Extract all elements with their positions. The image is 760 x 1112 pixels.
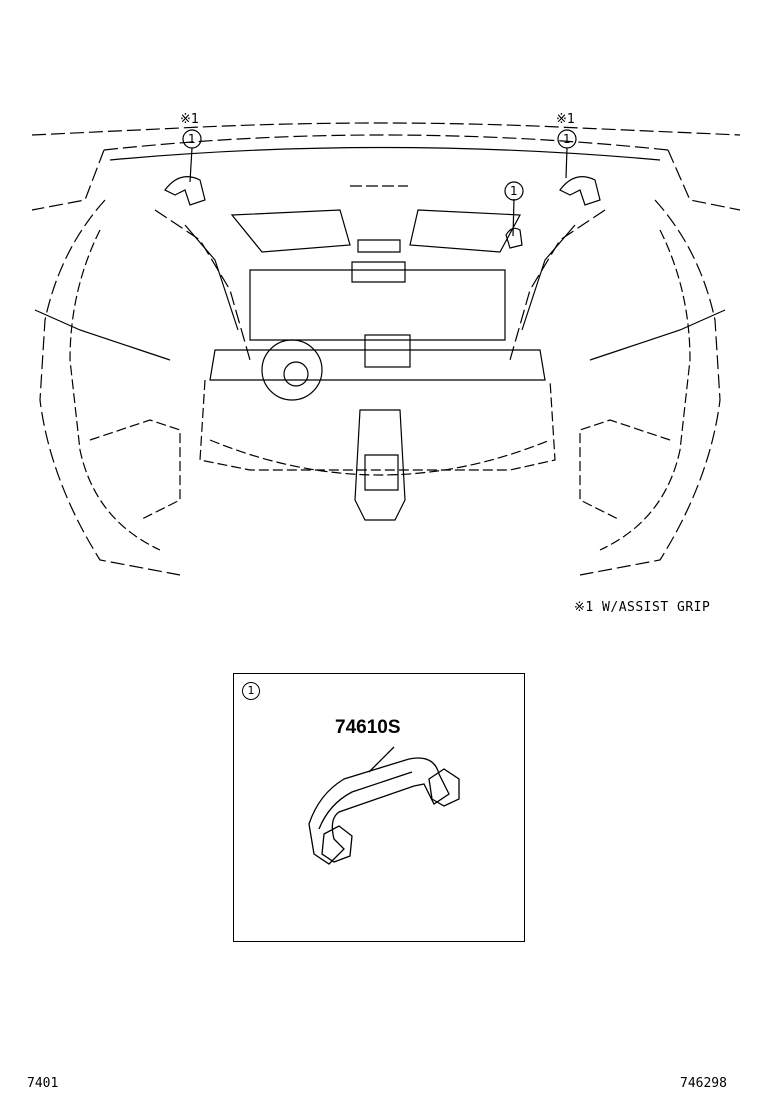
right-a-pillar-2 (521, 224, 576, 331)
dashboard-top (209, 349, 546, 381)
windshield (230, 209, 351, 253)
mirror-mount (351, 261, 406, 283)
steering-hub (283, 361, 309, 387)
front-glass (249, 269, 506, 341)
floor-line (209, 439, 551, 476)
detail-index-circle: 1 (242, 682, 260, 700)
right-a-pillar (509, 209, 606, 361)
assist-grip-center (505, 227, 523, 249)
callout-num-left: 1 (188, 132, 196, 146)
rear-mirror (357, 239, 401, 253)
windshield-right (409, 209, 521, 253)
vehicle-interior-diagram: ※1 ※1 1 1 1 (31, 112, 741, 576)
leader-right (565, 147, 568, 179)
left-door-inner (69, 229, 161, 551)
right-door-outline (579, 199, 721, 576)
right-door-lower (579, 419, 671, 521)
right-door-panel (589, 309, 726, 361)
callout-circle-center (504, 181, 524, 201)
dashboard-lower (199, 379, 556, 471)
left-door-outline (39, 199, 181, 576)
right-door-inner (599, 229, 691, 551)
part-number-label: 74610S (335, 717, 401, 738)
center-display (364, 334, 411, 368)
assist-grip-illustration (308, 746, 460, 865)
callout-num-right: 1 (563, 132, 571, 146)
steering-wheel (261, 339, 323, 401)
left-door-panel (34, 309, 171, 361)
callout-mark-left: ※1 (180, 112, 199, 127)
callout-num-center: 1 (510, 184, 518, 198)
grip-body-highlight (318, 771, 413, 830)
grip-body (308, 757, 450, 865)
leader-left (189, 147, 193, 183)
callout-mark-right: ※1 (556, 112, 575, 127)
grip-end-right (428, 768, 460, 807)
center-console (354, 409, 406, 521)
left-door-lower (89, 419, 181, 521)
assist-grip-left (164, 176, 206, 206)
right-pillar-outer (667, 149, 741, 211)
footer-left-code: 7401 (27, 1076, 59, 1091)
left-a-pillar-2 (184, 224, 239, 331)
roof-inner-curve (103, 134, 669, 151)
footer-right-code: 746298 (680, 1076, 727, 1091)
callout-circle-left (182, 129, 202, 149)
shift-area (364, 454, 399, 491)
roof-outline (31, 122, 741, 136)
grip-end-left (321, 825, 353, 863)
left-pillar-outer (31, 149, 105, 211)
leader-center (512, 198, 515, 237)
callout-circle-right (557, 129, 577, 149)
roof-inner-curve-2 (109, 146, 661, 161)
grip-leader-line (368, 746, 395, 773)
detail-box: 1 74610S (233, 673, 525, 942)
assist-grip-right (559, 176, 601, 206)
left-a-pillar (154, 209, 251, 361)
assist-grip-note: ※1 W/ASSIST GRIP (574, 600, 711, 615)
